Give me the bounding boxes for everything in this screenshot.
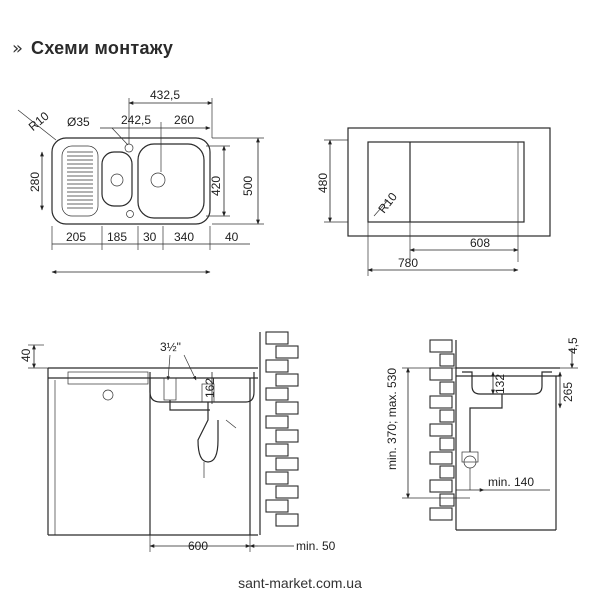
dim-40: 40	[225, 230, 239, 244]
siphon	[163, 377, 237, 478]
dim-4-5: 4,5	[566, 337, 580, 354]
vertical-range: min. 370; max. 530	[385, 368, 399, 470]
dim-265: 265	[561, 382, 575, 402]
cutout-view: R10 480 608 780	[316, 127, 551, 276]
side-drain-pipe	[469, 394, 503, 452]
front-view: 40 3½" 162 600	[19, 331, 336, 553]
cutout-opening	[367, 141, 525, 223]
watermark: sant-market.com.ua	[238, 575, 362, 591]
side-view: 4,5 265 132 min. 370; max. 530 min. 140	[385, 337, 580, 531]
dim-205: 205	[66, 230, 86, 244]
dim-432-5: 432,5	[150, 88, 180, 102]
dim-780: 780	[398, 256, 418, 270]
dim-480: 480	[316, 173, 330, 193]
dim-132: 132	[493, 374, 507, 394]
dim-30: 30	[143, 230, 157, 244]
sink-top-view: 432,5 242,5 260 Ø35 R10 280 420 500 205	[17, 88, 264, 274]
brick-wall-left	[259, 331, 299, 535]
cutout-radius: R10	[375, 190, 400, 216]
brick-wall-right	[429, 339, 457, 530]
section-title: Схеми монтажу	[31, 37, 174, 58]
sink-outline	[51, 137, 211, 225]
dim-280: 280	[28, 172, 42, 192]
small-bowl	[101, 151, 133, 207]
dim-340: 340	[174, 230, 194, 244]
overflow-hole	[126, 210, 134, 218]
min-140: min. 140	[488, 475, 534, 489]
pipe-size: 3½"	[160, 340, 181, 354]
small-drain	[110, 173, 124, 187]
min-50: min. 50	[296, 539, 336, 553]
main-bowl	[137, 143, 205, 219]
hole-diameter: Ø35	[67, 115, 90, 129]
dim-185: 185	[107, 230, 127, 244]
dim-242-5: 242,5	[121, 113, 151, 127]
dim-40-front: 40	[19, 348, 33, 362]
dim-600: 600	[188, 539, 208, 553]
dim-500: 500	[241, 176, 255, 196]
dim-608: 608	[470, 236, 490, 250]
drainer-ribs	[61, 145, 99, 217]
tap-hole	[124, 143, 134, 153]
countertop-hatch	[347, 127, 551, 237]
sink-bowl-side	[462, 371, 552, 395]
dim-420: 420	[209, 176, 223, 196]
overflow-fitting	[102, 389, 114, 401]
main-drain	[150, 172, 166, 188]
radius-label: R10	[26, 109, 52, 134]
dim-162: 162	[203, 378, 217, 398]
dim-260: 260	[174, 113, 194, 127]
section-header: » Схеми монтажу	[12, 34, 173, 62]
double-chevron-icon: »	[12, 37, 24, 59]
